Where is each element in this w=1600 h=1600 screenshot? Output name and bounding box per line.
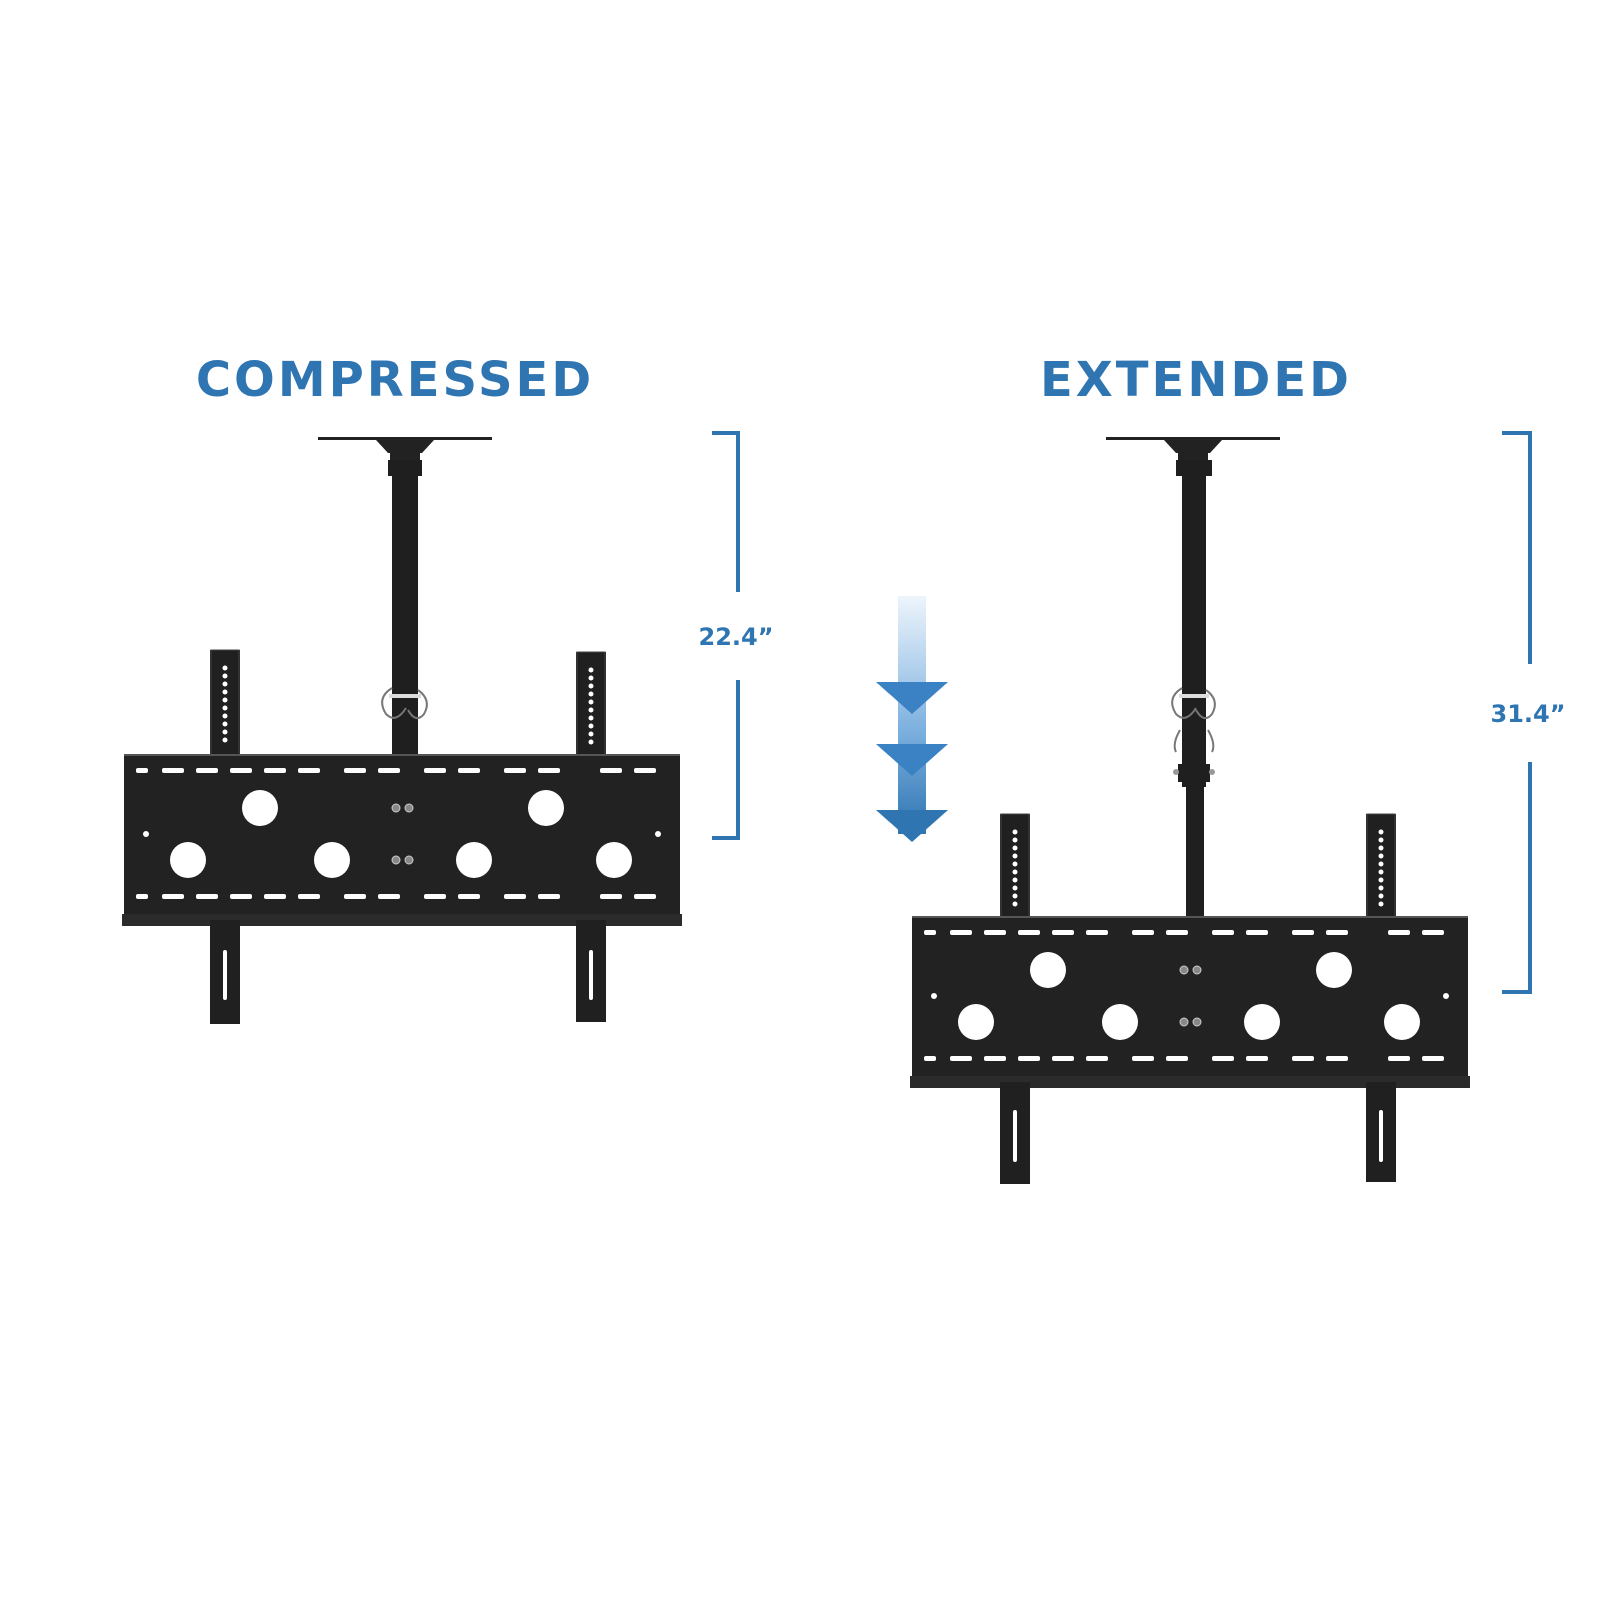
extended-height-label: 31.4” xyxy=(1491,700,1566,728)
compressed-height-label: 22.4” xyxy=(699,623,774,651)
compressed-mount-icon xyxy=(121,437,683,1024)
extended-height-dimension xyxy=(1502,431,1532,994)
extended-title: EXTENDED xyxy=(1040,352,1352,408)
compressed-title: COMPRESSED xyxy=(196,352,594,408)
extended-mount-icon xyxy=(909,437,1471,1184)
arrow-down-icon xyxy=(876,596,948,842)
compressed-height-dimension xyxy=(712,431,740,840)
